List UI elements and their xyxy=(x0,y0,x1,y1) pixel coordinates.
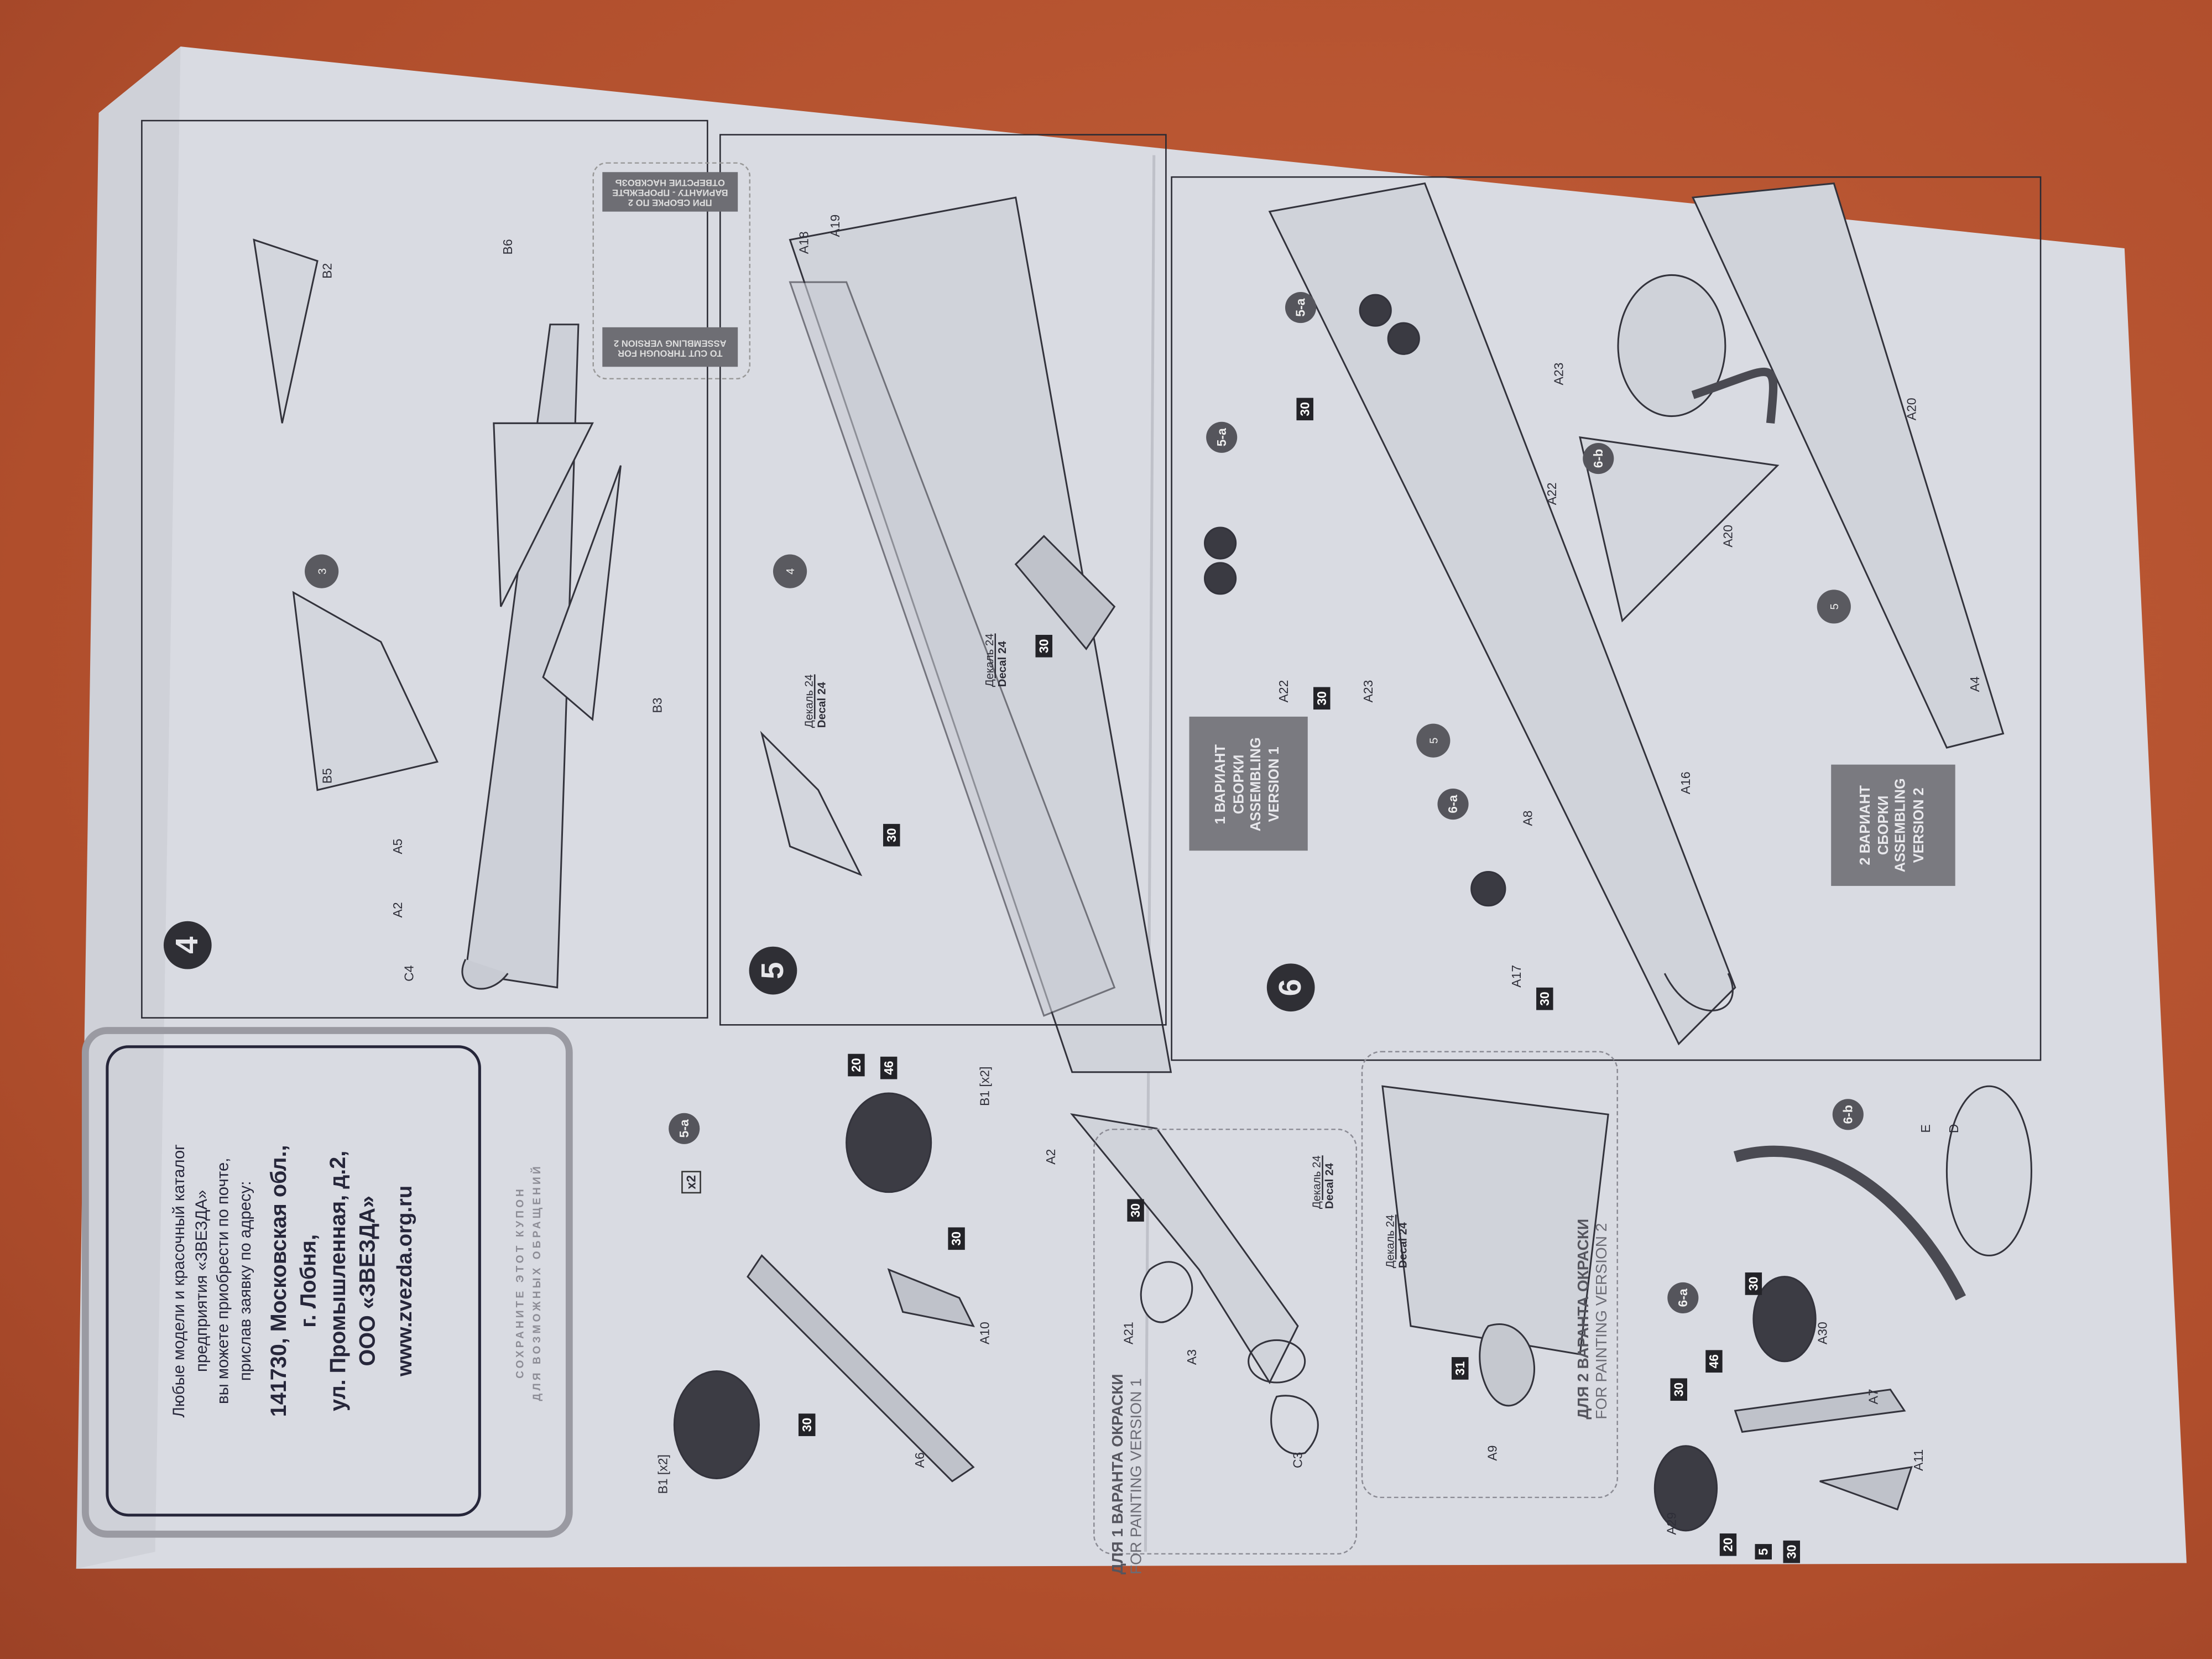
part-label: B1 [x2] xyxy=(977,1066,992,1107)
part-label: A9 xyxy=(1485,1445,1500,1461)
step-5-panel xyxy=(719,134,1167,1026)
paint-color-badge: 30 xyxy=(1536,988,1553,1010)
cut-note-en: TO CUT THROUGH FOR ASSEMBLING VERSION 2 xyxy=(602,327,738,367)
coupon-intro: Любые модели и красочный каталог xyxy=(171,1144,189,1418)
painting-version-1-box xyxy=(1093,1128,1358,1555)
part-label: B5 xyxy=(320,768,335,784)
part-label: A8 xyxy=(1520,810,1535,826)
part-label: A10 xyxy=(977,1322,992,1345)
part-label: A11 xyxy=(1911,1449,1926,1471)
part-label: A21 xyxy=(1121,1322,1136,1345)
paint-color-badge: 30 xyxy=(883,824,900,847)
part-label: A4 xyxy=(1968,676,1983,692)
part-label: A30 xyxy=(1815,1322,1830,1345)
coupon-intro: вы можете приобрести по почте, xyxy=(215,1157,233,1404)
paint-color-badge: 30 xyxy=(799,1413,816,1436)
coupon-box: Любые модели и красочный каталог предпри… xyxy=(81,1027,573,1538)
painting-version-2-box xyxy=(1361,1051,1618,1499)
substep-marker: 6-a xyxy=(1437,789,1469,820)
part-label: A19 xyxy=(828,214,842,237)
part-label: A16 xyxy=(1678,771,1693,795)
part-label: A7 xyxy=(1866,1389,1881,1405)
quantity-multiplier: x2 xyxy=(681,1171,701,1194)
assembly-number-marker: 3 xyxy=(305,554,339,588)
assembly-number-marker: 5 xyxy=(1817,589,1851,624)
part-label: A29 xyxy=(1665,1512,1679,1535)
substep-marker: 6-b xyxy=(1583,443,1614,474)
part-label: C3 xyxy=(1291,1452,1305,1468)
part-label: A2 xyxy=(1044,1149,1058,1165)
assembly-number-marker: 4 xyxy=(773,554,807,588)
paint-color-badge: 30 xyxy=(1035,635,1052,658)
step-number-6: 6 xyxy=(1266,963,1315,1012)
substep-marker: 6-b xyxy=(1832,1099,1864,1130)
part-label: A23 xyxy=(1552,362,1566,385)
paint-color-badge: 30 xyxy=(1745,1272,1762,1295)
paint-color-badge: 30 xyxy=(1670,1378,1687,1401)
assembly-number-marker: 5 xyxy=(1416,723,1451,758)
paint-color-badge: 31 xyxy=(1452,1357,1469,1380)
part-label: A3 xyxy=(1185,1349,1199,1365)
part-label: A17 xyxy=(1509,964,1524,988)
paint-color-badge: 20 xyxy=(848,1054,865,1077)
paint-color-badge: 20 xyxy=(1720,1533,1737,1556)
part-label: B1 [x2] xyxy=(656,1454,670,1494)
coupon-address: г. Лобня, xyxy=(297,1234,321,1328)
part-label: A22 xyxy=(1545,482,1559,505)
cut-through-note: ПРИ СБОРКЕ ПО 2 ВАРИАНТУ - ПРОРЕЖЬТЕ ОТВ… xyxy=(592,162,751,380)
part-label: E xyxy=(1918,1124,1933,1133)
coupon-intro: предприятия «ЗВЕЗДА» xyxy=(193,1190,211,1373)
substep-marker: 5-a xyxy=(1285,292,1317,324)
coupon-address: ул. Промышленная, д.2, xyxy=(326,1150,351,1411)
substep-marker: 6-a xyxy=(1667,1282,1699,1313)
step-4-panel xyxy=(141,119,708,1019)
step-number-5: 5 xyxy=(749,946,797,995)
paint-color-badge: 30 xyxy=(1127,1199,1144,1222)
part-label: A18 xyxy=(797,231,811,254)
coupon-address: ООО «ЗВЕЗДА» xyxy=(356,1196,380,1366)
coupon-address: 141730, Московская обл., xyxy=(267,1145,292,1417)
part-label: A2 xyxy=(390,902,405,918)
part-label: A5 xyxy=(390,838,405,854)
paint-color-badge: 5 xyxy=(1755,1544,1772,1559)
part-label: A22 xyxy=(1276,680,1291,703)
substep-marker: 5-a xyxy=(669,1113,700,1144)
paint-color-badge: 30 xyxy=(948,1227,965,1250)
substep-marker: 5-a xyxy=(1206,421,1238,453)
cut-note-ru: ПРИ СБОРКЕ ПО 2 ВАРИАНТУ - ПРОРЕЖЬТЕ ОТВ… xyxy=(602,172,738,212)
paint-color-badge: 30 xyxy=(1313,687,1331,709)
paint-color-badge: 46 xyxy=(1705,1350,1723,1373)
part-label: B2 xyxy=(320,263,335,279)
coupon-intro: прислав заявку по адресу: xyxy=(237,1181,254,1381)
part-label: C4 xyxy=(402,965,416,982)
paint-color-badge: 30 xyxy=(1783,1541,1800,1563)
step-number-4: 4 xyxy=(163,921,212,969)
part-label: D xyxy=(1947,1124,1961,1134)
part-label: A20 xyxy=(1904,398,1919,421)
part-label: A6 xyxy=(912,1452,927,1468)
coupon-url: www.zvezda.org.ru xyxy=(393,1185,417,1376)
paint-color-badge: 30 xyxy=(1296,398,1313,420)
part-label: A23 xyxy=(1361,680,1376,703)
paint-color-badge: 46 xyxy=(880,1057,898,1079)
part-label: B3 xyxy=(650,697,665,713)
part-label: A20 xyxy=(1721,524,1735,547)
part-label: B6 xyxy=(500,239,515,255)
